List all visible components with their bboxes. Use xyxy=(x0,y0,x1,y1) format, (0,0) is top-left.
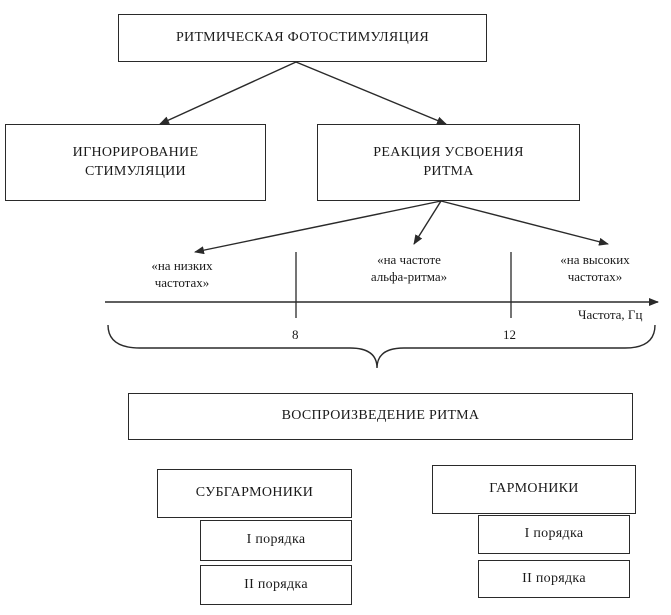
harm-order-2-box: II порядка xyxy=(478,560,630,598)
curly-brace xyxy=(107,324,656,369)
arrow-to-reaction xyxy=(295,61,447,125)
low-frequency-line2: частотах» xyxy=(154,274,210,290)
rhythmic-photostimulation-label: РИТМИЧЕСКАЯ ФОТОСТИМУЛЯЦИЯ xyxy=(175,29,430,45)
tick-label-12: 12 xyxy=(503,327,516,342)
axis-title: Частота, Гц xyxy=(578,307,643,322)
rhythm-assimilation-box: РЕАКЦИЯ УСВОЕНИЯ РИТМА xyxy=(317,124,580,201)
ignoring-stimulation-box: ИГНОРИРОВАНИЕ СТИМУЛЯЦИИ xyxy=(5,124,266,201)
harm-order-1-label: I порядка xyxy=(524,526,584,542)
alpha-frequency-label: «на частоте альфа-ритма» xyxy=(350,252,468,286)
low-frequency-line1: «на низких xyxy=(151,258,213,273)
alpha-frequency-line1: «на частоте xyxy=(377,252,441,267)
ignoring-label-line1: ИГНОРИРОВАНИЕ xyxy=(72,144,199,160)
ignoring-label-line2: СТИМУЛЯЦИИ xyxy=(85,163,186,179)
reaction-label-line1: РЕАКЦИЯ УСВОЕНИЯ xyxy=(373,144,524,160)
sub-order-1-box: I порядка xyxy=(200,520,352,561)
arrow-to-ignoring xyxy=(159,61,297,125)
sub-order-2-label: II порядка xyxy=(244,576,308,592)
harm-order-2-label: II порядка xyxy=(522,570,586,586)
sub-order-2-box: II порядка xyxy=(200,565,352,605)
low-frequency-label: «на низких частотах» xyxy=(132,258,232,292)
harm-order-1-box: I порядка xyxy=(478,515,630,554)
high-frequency-line2: частотах» xyxy=(567,268,623,284)
arrow-to-low xyxy=(194,200,442,255)
high-frequency-label: «на высоких частотах» xyxy=(540,252,650,286)
alpha-frequency-line2: альфа-ритма» xyxy=(370,268,448,284)
sub-order-1-label: I порядка xyxy=(246,532,306,548)
arrow-to-high xyxy=(440,200,609,246)
rhythm-reproduction-label: ВОСПРОИЗВЕДЕНИЕ РИТМА xyxy=(281,408,480,424)
rhythm-reproduction-box: ВОСПРОИЗВЕДЕНИЕ РИТМА xyxy=(128,393,633,440)
harmonics-box: ГАРМОНИКИ xyxy=(432,465,636,514)
rhythmic-photostimulation-box: РИТМИЧЕСКАЯ ФОТОСТИМУЛЯЦИЯ xyxy=(118,14,487,62)
reaction-label-line2: РИТМА xyxy=(423,163,474,179)
subharmonics-label: СУБГАРМОНИКИ xyxy=(195,485,314,501)
high-frequency-line1: «на высоких xyxy=(560,252,630,267)
arrow-to-alpha xyxy=(413,200,442,245)
tick-label-8: 8 xyxy=(292,327,299,342)
subharmonics-box: СУБГАРМОНИКИ xyxy=(157,469,352,518)
harmonics-label: ГАРМОНИКИ xyxy=(489,481,579,497)
